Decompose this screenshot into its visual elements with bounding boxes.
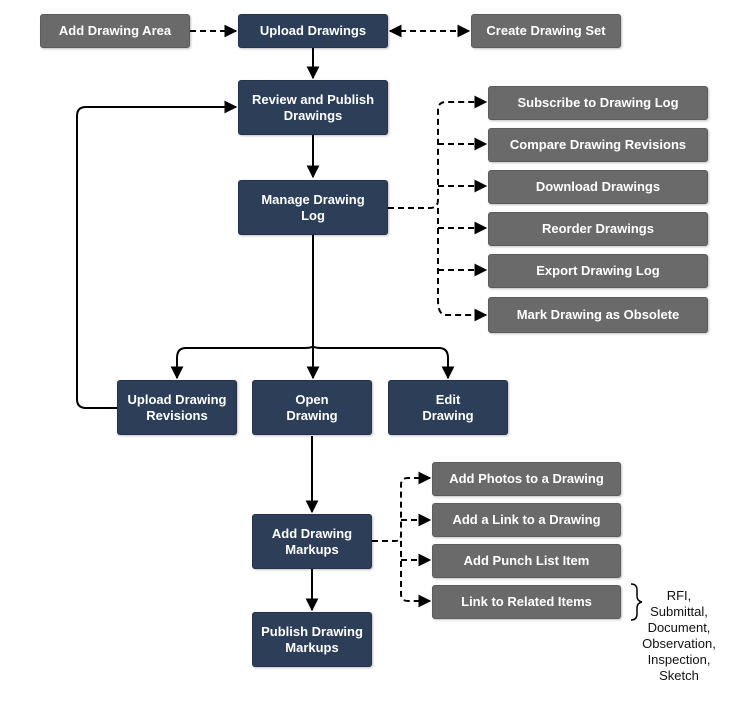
subscribe-node: Subscribe to Drawing Log [488,86,708,120]
related-item: Submittal, [650,604,708,619]
manage-drawing-log-node: Manage Drawing Log [238,180,388,235]
add-photos-node: Add Photos to a Drawing [432,462,621,496]
add-markups-node: Add Drawing Markups [252,514,372,569]
publish-markups-node: Publish Drawing Markups [252,612,372,667]
review-publish-node: Review and Publish Drawings [238,80,388,135]
related-item: Inspection, [647,652,711,667]
loop-revisions-to-review [76,100,238,409]
related-items-brace [630,583,643,621]
related-items-note: RFI, Submittal, Document, Observation, I… [637,588,721,684]
branch-to-upload-revisions [170,345,314,380]
mark-obsolete-node: Mark Drawing as Obsolete [488,297,708,333]
upload-revisions-node: Upload Drawing Revisions [117,380,237,435]
related-item: Document, [647,620,711,635]
add-link-node: Add a Link to a Drawing [432,503,621,537]
related-item: RFI, [666,588,692,603]
edit-drawing-node: Edit Drawing [388,380,508,435]
dash-markups-fan [372,471,432,542]
compare-revisions-node: Compare Drawing Revisions [488,128,708,162]
open-drawing-node: Open Drawing [252,380,372,435]
add-punch-item-node: Add Punch List Item [432,544,621,578]
related-item: Observation, [642,636,716,651]
related-item: Sketch [659,668,699,683]
download-drawings-node: Download Drawings [488,170,708,204]
dash-manage-fan [388,95,488,209]
branch-to-edit [312,345,455,380]
create-drawing-set-node: Create Drawing Set [471,14,621,48]
upload-drawings-node: Upload Drawings [238,14,388,48]
link-related-node: Link to Related Items [432,585,621,619]
reorder-drawings-node: Reorder Drawings [488,212,708,246]
export-drawing-log-node: Export Drawing Log [488,254,708,288]
add-drawing-area-node: Add Drawing Area [40,14,190,48]
